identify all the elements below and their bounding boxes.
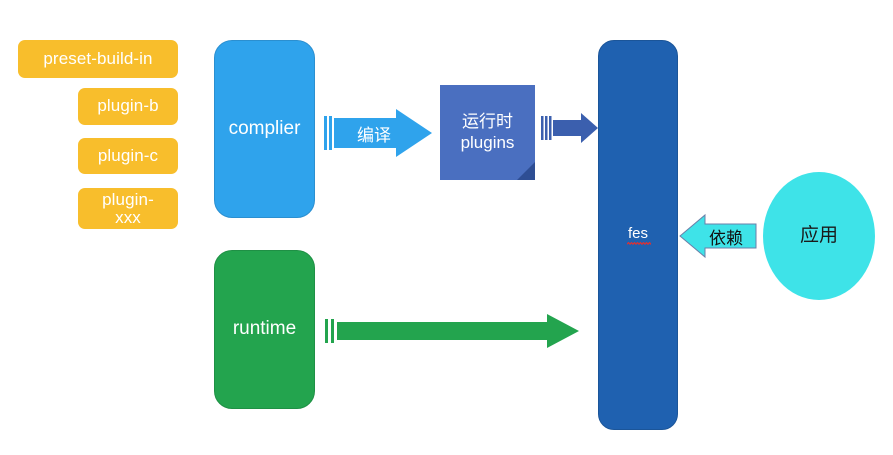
runtime-to-fes-arrow-icon: [325, 314, 579, 348]
chip-label: plugin-b: [97, 96, 159, 116]
stage-fes-label: fes: [627, 224, 648, 242]
runtime-plugins-line1: 运行时: [462, 112, 513, 132]
chip-label-line2: xxx: [115, 207, 141, 227]
runtime-plugins-card[interactable]: 运行时 plugins: [440, 85, 535, 180]
chip-label: plugin-c: [97, 145, 159, 165]
chip-label: preset-build-in: [43, 48, 153, 68]
plugins-to-fes-arrow-icon: [541, 113, 598, 143]
stage-fes-label-wrap: fes: [626, 224, 651, 246]
stage-fes[interactable]: fes: [598, 40, 678, 430]
runtime-plugins-line2: plugins: [460, 132, 515, 152]
dependency-arrow-icon: [679, 213, 757, 259]
chip-plugin-c[interactable]: plugin-c: [78, 138, 178, 174]
spellcheck-squiggle-icon: [626, 242, 651, 246]
chip-label-line1: plugin-: [102, 189, 154, 209]
compile-arrow-icon: [324, 109, 432, 157]
chip-preset-build-in[interactable]: preset-build-in: [18, 40, 178, 78]
stage-complier-label: complier: [228, 117, 301, 139]
stage-complier[interactable]: complier: [214, 40, 315, 218]
stage-runtime[interactable]: runtime: [214, 250, 315, 409]
chip-plugin-xxx[interactable]: plugin- xxx: [78, 188, 178, 229]
stage-runtime-label: runtime: [232, 318, 297, 340]
application-label: 应用: [799, 224, 838, 246]
chip-plugin-b[interactable]: plugin-b: [78, 88, 178, 125]
application-ellipse[interactable]: 应用: [763, 172, 875, 300]
